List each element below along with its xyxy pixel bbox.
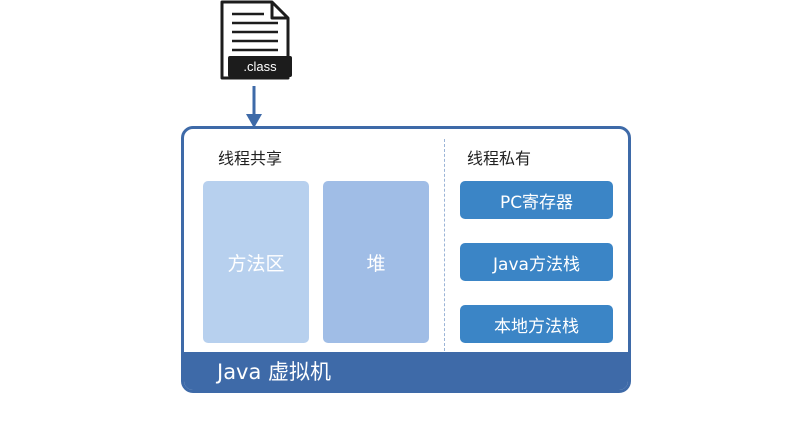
native-stack-block: 本地方法栈 — [460, 305, 613, 343]
jvm-title: Java 虚拟机 — [217, 360, 332, 384]
pc-register-block: PC寄存器 — [460, 181, 613, 219]
jvm-footer: Java 虚拟机 — [184, 352, 628, 390]
jvm-frame: 线程共享 线程私有 方法区 堆 PC寄存器 Java方法栈 本地方法栈 Java… — [181, 126, 631, 393]
down-arrow-icon — [246, 86, 262, 128]
section-divider — [444, 139, 445, 351]
private-label: 线程私有 — [467, 149, 532, 168]
method-area-block: 方法区 — [203, 181, 309, 343]
heap-block: 堆 — [323, 181, 429, 343]
shared-label: 线程共享 — [218, 149, 283, 168]
class-file-badge: .class — [228, 56, 292, 77]
java-stack-block: Java方法栈 — [460, 243, 613, 281]
